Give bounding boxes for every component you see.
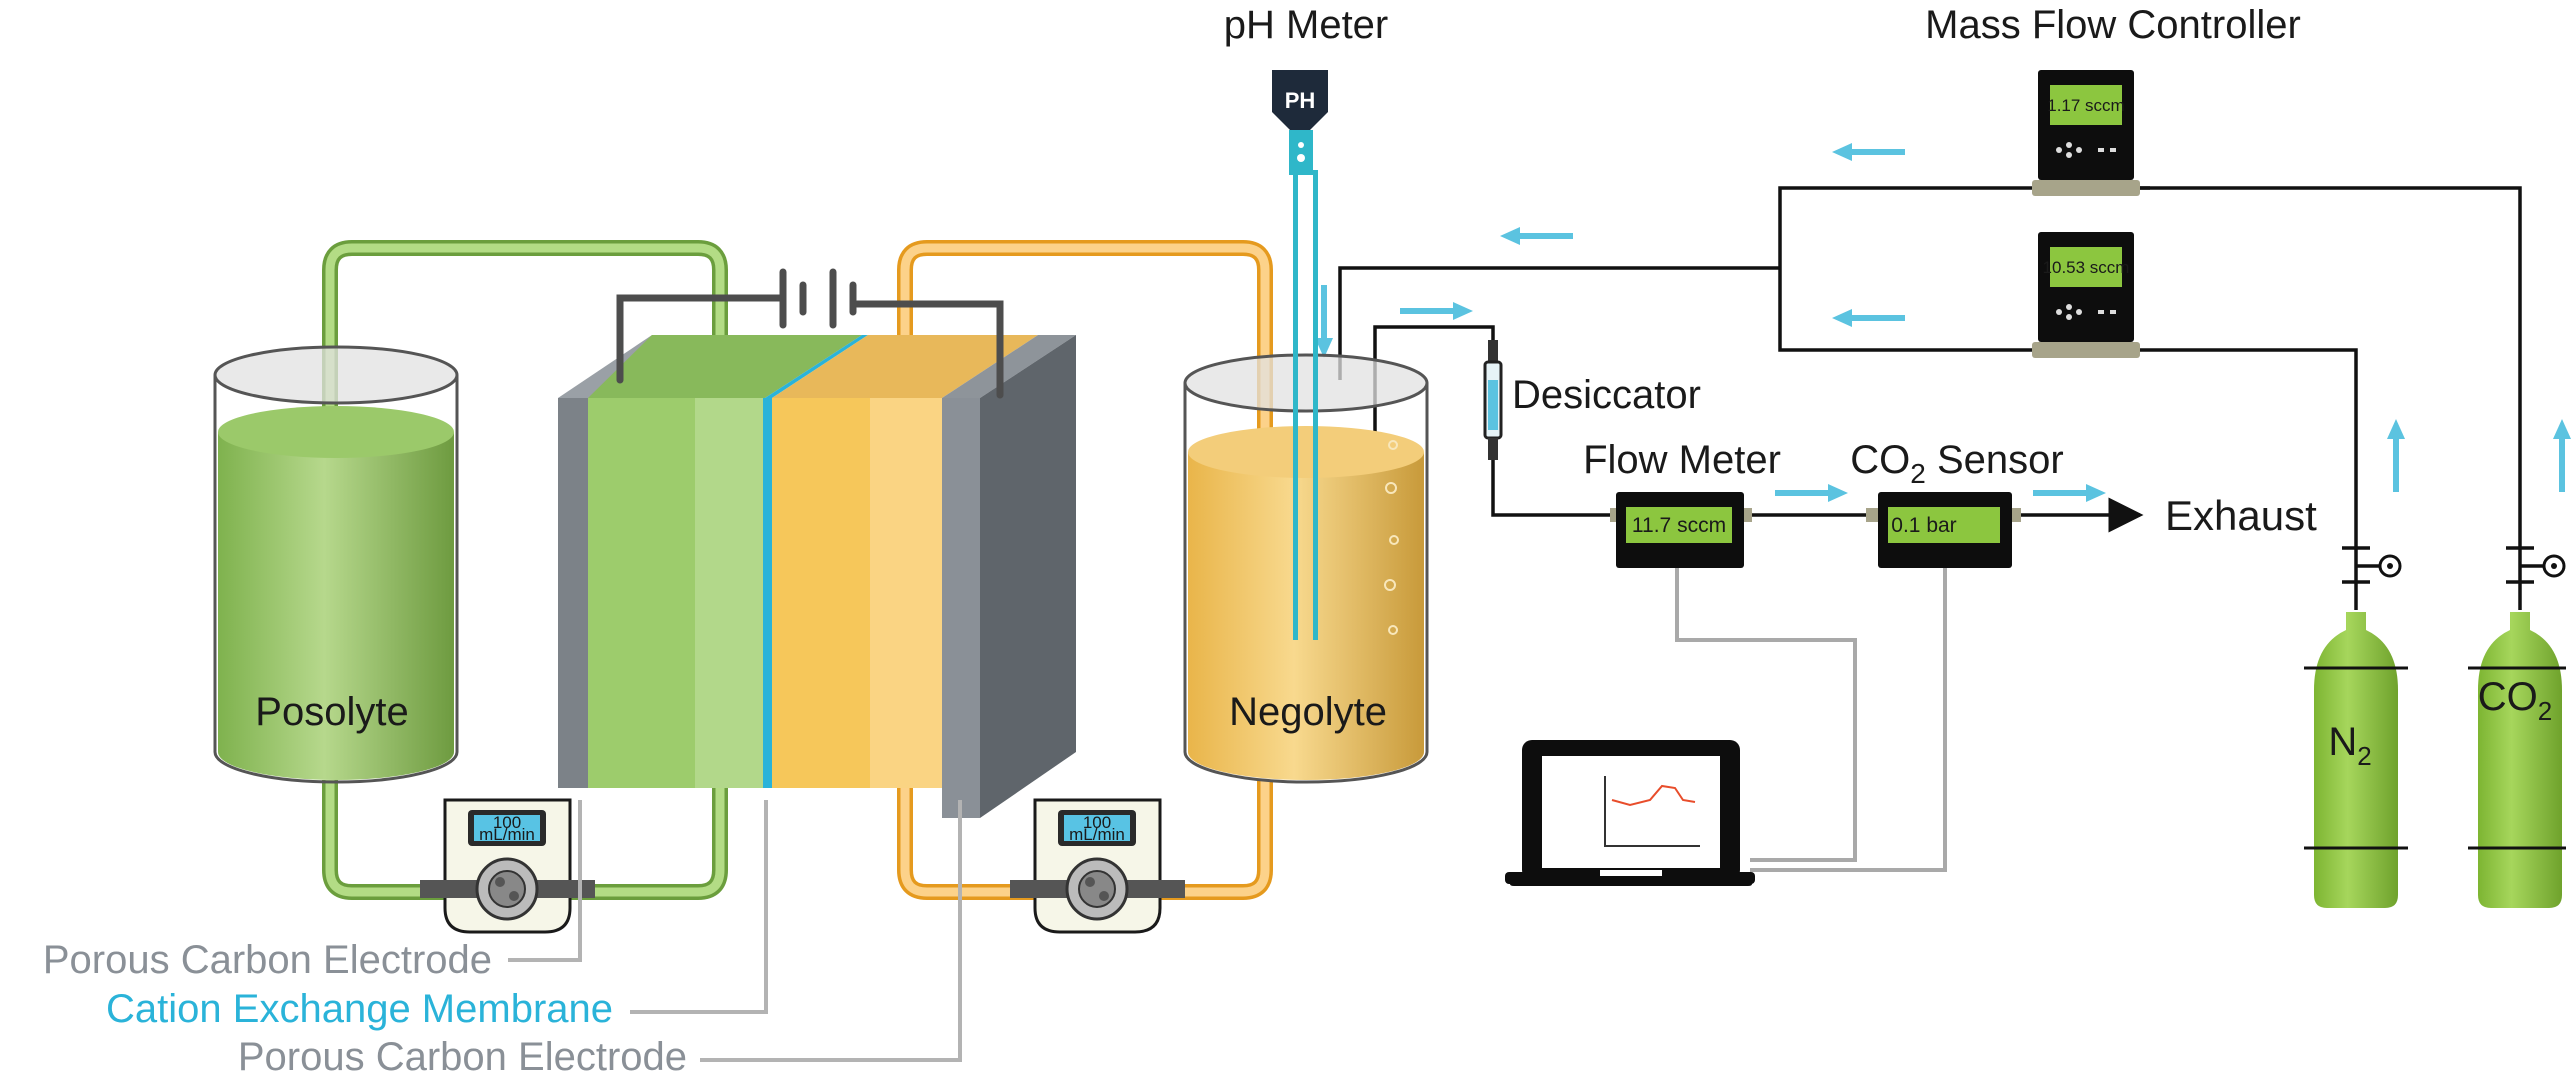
data-cables xyxy=(1675,565,1947,872)
gas-bubbles xyxy=(1384,440,1399,635)
ph-badge: PH xyxy=(1285,88,1316,113)
arrow-mfc-top xyxy=(1832,143,1905,161)
membrane xyxy=(763,398,772,788)
mfc-bottom-readout: 10.53 sccm xyxy=(2043,258,2130,277)
legend-leaders xyxy=(508,800,962,1062)
negolyte-tank: Negolyte xyxy=(1183,170,1429,784)
arrow-into-negolyte xyxy=(1315,285,1333,358)
legend-electrode-left: Porous Carbon Electrode xyxy=(43,938,492,982)
laptop xyxy=(1505,740,1755,886)
mfc-bottom: 10.53 sccm xyxy=(2032,232,2140,358)
exhaust-label: Exhaust xyxy=(2165,492,2317,539)
arrow-up-co2 xyxy=(2553,419,2571,492)
pump-right-unit: mL/min xyxy=(1069,825,1125,844)
co2-sensor-label: CO2 Sensor xyxy=(1850,438,2063,489)
co2-cylinder: CO2 xyxy=(2468,546,2566,908)
flow-arrows xyxy=(1315,143,2571,502)
pump-left-value: 100 xyxy=(493,813,521,832)
arrow-up-n2 xyxy=(2387,419,2405,492)
legend-membrane: Cation Exchange Membrane xyxy=(106,987,613,1031)
pump-right: 100 mL/min xyxy=(1010,798,1185,934)
flow-meter-label: Flow Meter xyxy=(1583,438,1781,482)
arrow-manifold xyxy=(1500,227,1573,245)
pump-left: 100 mL/min xyxy=(420,798,595,934)
power-leads xyxy=(616,268,1004,399)
pump-right-value: 100 xyxy=(1083,813,1111,832)
ph-meter: pH Meter PH xyxy=(1224,3,1389,175)
mfc-top: 1.17 sccm xyxy=(2032,70,2140,196)
mfc-label: Mass Flow Controller xyxy=(1925,3,2301,47)
posolyte-tank: Posolyte xyxy=(213,345,459,784)
arrow-to-desiccator xyxy=(1400,302,1473,320)
legend-electrode-right: Porous Carbon Electrode xyxy=(238,1035,687,1079)
arrow-mfc-bottom xyxy=(1832,309,1905,327)
n2-cylinder-label: N2 xyxy=(2328,720,2371,771)
posolyte-label: Posolyte xyxy=(255,690,408,734)
mfc-top-readout: 1.17 sccm xyxy=(2047,96,2124,115)
flow-meter-readout: 11.7 sccm xyxy=(1632,514,1726,537)
arrow-to-exhaust xyxy=(2033,484,2106,502)
pump-left-unit: mL/min xyxy=(479,825,535,844)
negolyte-label: Negolyte xyxy=(1229,690,1387,734)
desiccator-label: Desiccator xyxy=(1512,373,1701,417)
arrow-to-co2-sensor xyxy=(1775,484,1848,502)
n2-cylinder: N2 xyxy=(2304,546,2408,908)
desiccator: Desiccator xyxy=(1483,340,1701,460)
ph-meter-label: pH Meter xyxy=(1224,3,1389,47)
flow-meter: Flow Meter 11.7 sccm xyxy=(1583,438,1781,568)
co2-cylinder-label: CO2 xyxy=(2478,675,2552,726)
co2-sensor-readout: 0.1 bar xyxy=(1891,514,1956,537)
flow-cell xyxy=(558,335,1076,818)
co2-sensor: CO2 Sensor 0.1 bar xyxy=(1850,438,2064,568)
